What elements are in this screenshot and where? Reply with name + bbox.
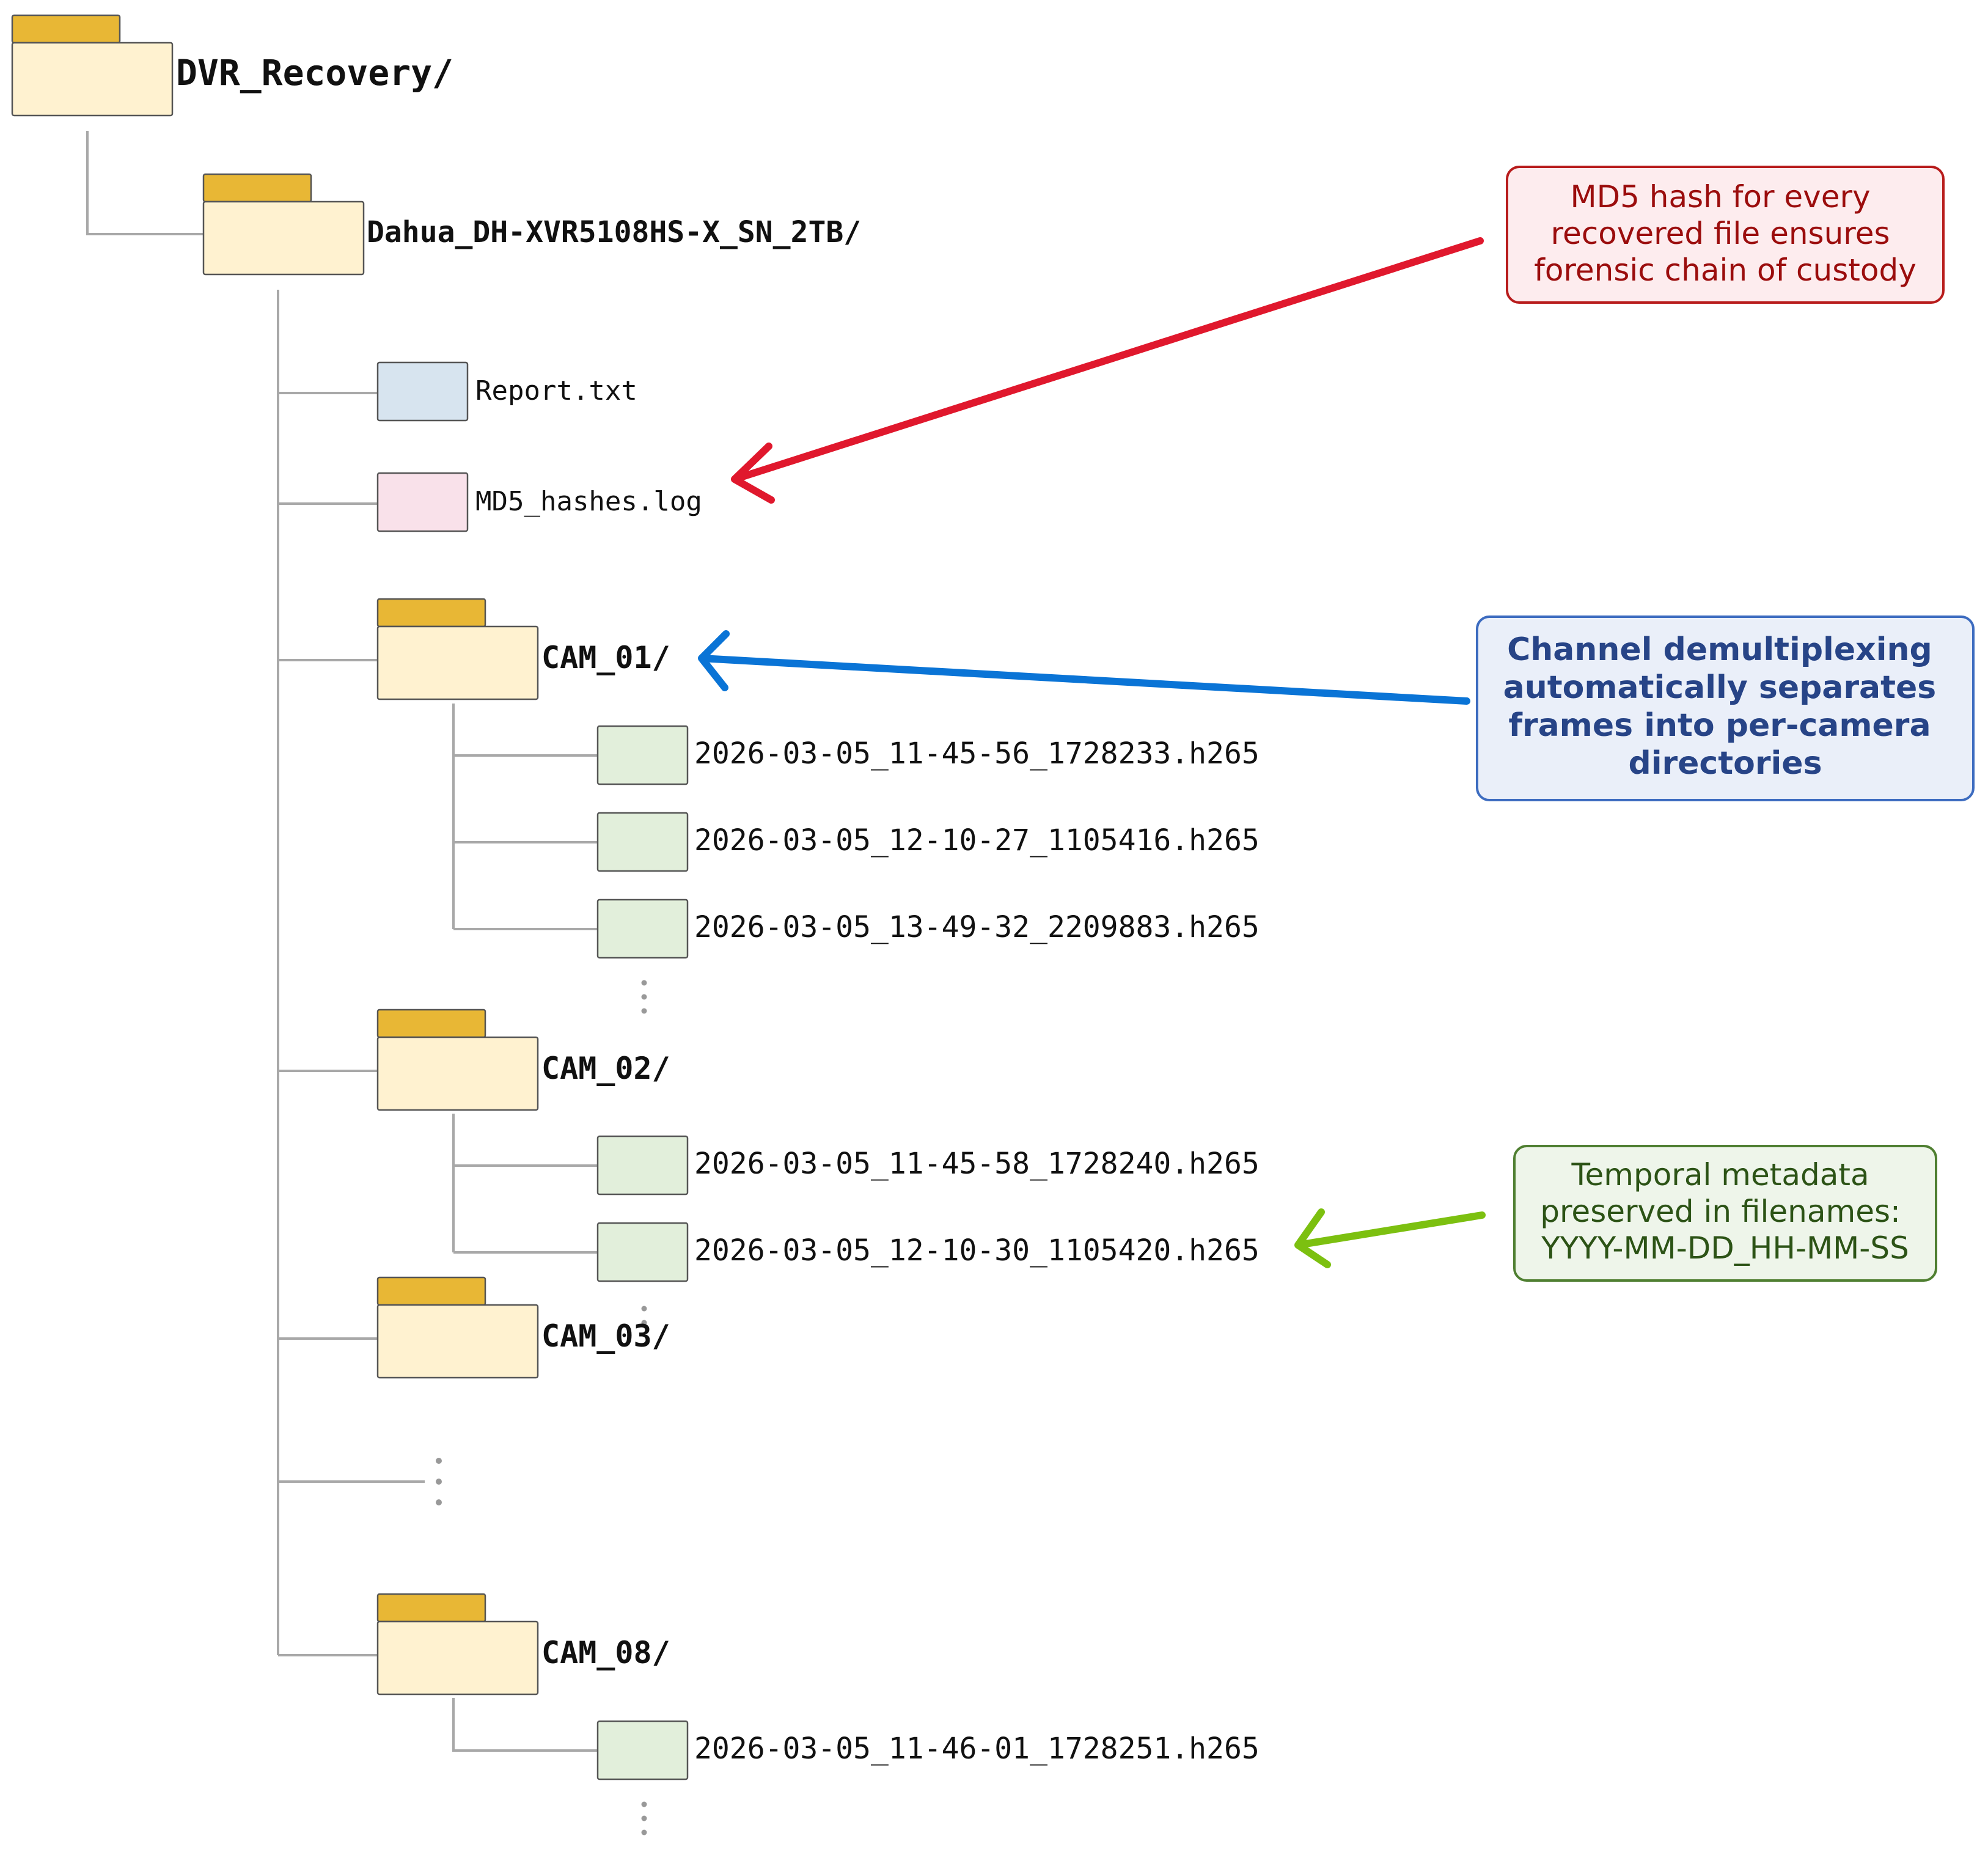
svg-text:Channel demultiplexing a: Channel demultiplexing automatically sep… [1503, 631, 1948, 782]
md5-callout: MD5 hash for every recovered file ensure… [731, 166, 1945, 504]
temporal-callout-line-2: preserved in filenames: [1540, 1194, 1901, 1229]
device-folder-label: Dahua_DH-XVR5108HS-X_SN_2TB/ [367, 215, 861, 249]
cam01-file-2[interactable]: 2026-03-05_12-10-27_1105416.h265 [596, 812, 1260, 872]
md5-log-file-label: MD5_hashes.log [475, 486, 702, 517]
folder-icon [376, 1593, 539, 1696]
md5-callout-line-1: MD5 hash for every [1570, 179, 1870, 215]
video-file-label: 2026-03-05_12-10-30_1105420.h265 [694, 1233, 1260, 1268]
video-file-label: 2026-03-05_11-46-01_1728251.h265 [694, 1732, 1260, 1766]
more-cameras-ellipsis [436, 1458, 442, 1505]
video-file-icon [596, 725, 689, 785]
md5-callout-arrow [731, 237, 1484, 504]
temporal-callout-box [1513, 1145, 1937, 1282]
cam02-more-files-ellipsis [641, 1306, 647, 1326]
md5-callout-line-3: forensic chain of custody [1534, 252, 1916, 288]
channel-callout-line-1: Channel demultiplexing [1507, 631, 1932, 668]
md5-callout-box [1506, 166, 1945, 304]
md5-log-file[interactable]: MD5_hashes.log [376, 472, 702, 532]
cam03-folder-label: CAM_03/ [541, 1318, 670, 1354]
folder-icon [376, 1276, 539, 1379]
temporal-callout-line-3: YYYY-MM-DD_HH-MM-SS [1541, 1230, 1909, 1266]
folder-icon [11, 14, 174, 117]
channel-callout-line-4: directories [1628, 745, 1822, 782]
device-folder[interactable]: Dahua_DH-XVR5108HS-X_SN_2TB/ [202, 173, 861, 276]
channel-callout-arrow [698, 630, 1470, 705]
temporal-callout-line-1: Temporal metadata [1571, 1157, 1869, 1192]
log-file-icon [376, 472, 469, 532]
video-file-label: 2026-03-05_12-10-27_1105416.h265 [694, 823, 1260, 858]
channel-callout-line-2: automatically separates [1503, 669, 1937, 706]
video-file-icon [596, 1135, 689, 1196]
cam01-file-3[interactable]: 2026-03-05_13-49-32_2209883.h265 [596, 898, 1260, 959]
cam02-file-1[interactable]: 2026-03-05_11-45-58_1728240.h265 [596, 1135, 1260, 1196]
channel-callout-box [1476, 615, 1975, 801]
folder-icon [202, 173, 365, 276]
folder-icon [376, 1009, 539, 1111]
cam01-folder[interactable]: CAM_01/ [376, 598, 670, 700]
video-file-icon [596, 1720, 689, 1780]
tree-lines [86, 131, 598, 1752]
cam08-folder-label: CAM_08/ [541, 1635, 670, 1670]
cam03-folder[interactable]: CAM_03/ [376, 1276, 670, 1379]
cam02-file-2[interactable]: 2026-03-05_12-10-30_1105420.h265 [596, 1222, 1260, 1282]
video-file-icon [596, 812, 689, 872]
root-folder[interactable]: DVR_Recovery/ [11, 14, 453, 117]
video-file-icon [596, 1222, 689, 1282]
cam01-folder-label: CAM_01/ [541, 640, 670, 675]
cam01-more-files-ellipsis [641, 980, 647, 1014]
report-file-label: Report.txt [475, 375, 637, 406]
video-file-label: 2026-03-05_11-45-58_1728240.h265 [694, 1147, 1260, 1181]
temporal-callout: Temporal metadata preserved in filenames… [1294, 1145, 1937, 1282]
video-file-icon [596, 898, 689, 959]
cam02-folder-label: CAM_02/ [541, 1051, 670, 1086]
cam01-file-1[interactable]: 2026-03-05_11-45-56_1728233.h265 [596, 725, 1260, 785]
channel-callout: Channel demultiplexing automatically sep… [698, 615, 1975, 801]
report-file[interactable]: Report.txt [376, 361, 637, 422]
video-file-label: 2026-03-05_13-49-32_2209883.h265 [694, 910, 1260, 944]
cam08-file-1[interactable]: 2026-03-05_11-46-01_1728251.h265 [596, 1720, 1260, 1780]
svg-text:MD5 hash for every recov: MD5 hash for every recovered file ensure… [1534, 179, 1916, 288]
text-file-icon [376, 361, 469, 422]
svg-text:Temporal metadata preser: Temporal metadata preserved in filenames… [1540, 1157, 1910, 1266]
cam02-folder[interactable]: CAM_02/ [376, 1009, 670, 1111]
channel-callout-line-3: frames into per-camera [1508, 707, 1931, 744]
md5-callout-line-2: recovered file ensures [1551, 216, 1890, 251]
ellipsis-markers [436, 980, 647, 1835]
video-file-label: 2026-03-05_11-45-56_1728233.h265 [694, 737, 1260, 771]
cam08-more-files-ellipsis [641, 1801, 647, 1835]
temporal-callout-arrow [1294, 1208, 1486, 1268]
cam08-folder[interactable]: CAM_08/ [376, 1593, 670, 1696]
root-folder-label: DVR_Recovery/ [176, 52, 453, 94]
folder-icon [376, 598, 539, 700]
